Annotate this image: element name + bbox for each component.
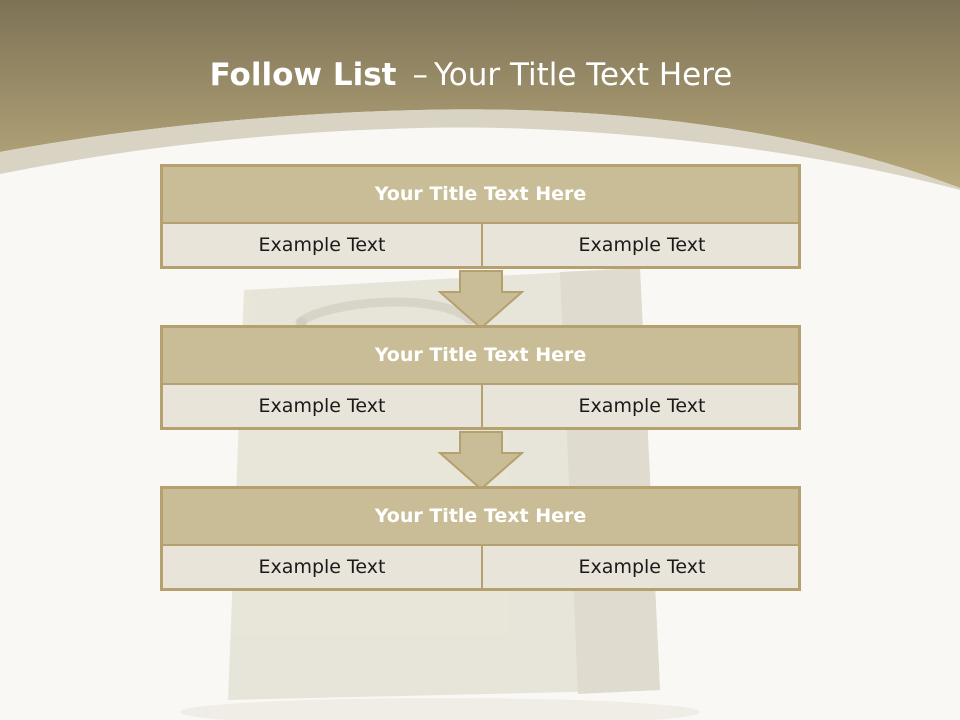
block-row: Example Text Example Text	[163, 222, 798, 266]
cell-divider	[481, 224, 483, 266]
list-block: Your Title Text Here Example Text Exampl…	[160, 325, 801, 430]
block-cell-right: Example Text	[578, 234, 706, 256]
block-title: Your Title Text Here	[374, 505, 587, 527]
header-band	[0, 0, 960, 188]
slide-title-bold: Follow List	[209, 57, 397, 93]
block-title: Your Title Text Here	[374, 344, 587, 366]
list-block: Your Title Text Here Example Text Exampl…	[160, 486, 801, 591]
slide-title-rest: Your Title Text Here	[433, 57, 733, 93]
cell-divider	[481, 546, 483, 588]
block-row: Example Text Example Text	[163, 544, 798, 588]
block-cell-left: Example Text	[258, 234, 386, 256]
block-cell-right: Example Text	[578, 395, 706, 417]
block-row: Example Text Example Text	[163, 383, 798, 427]
header-swoosh	[0, 109, 960, 190]
slide-title: Follow List–Your Title Text Here	[0, 52, 942, 98]
list-block: Your Title Text Here Example Text Exampl…	[160, 164, 801, 269]
slide-title-dash: –	[412, 57, 428, 93]
block-title: Your Title Text Here	[374, 183, 587, 205]
down-arrow-icon	[438, 431, 524, 491]
cell-divider	[481, 385, 483, 427]
block-cell-left: Example Text	[258, 556, 386, 578]
down-arrow-icon	[438, 270, 524, 330]
block-cell-left: Example Text	[258, 395, 386, 417]
block-cell-right: Example Text	[578, 556, 706, 578]
